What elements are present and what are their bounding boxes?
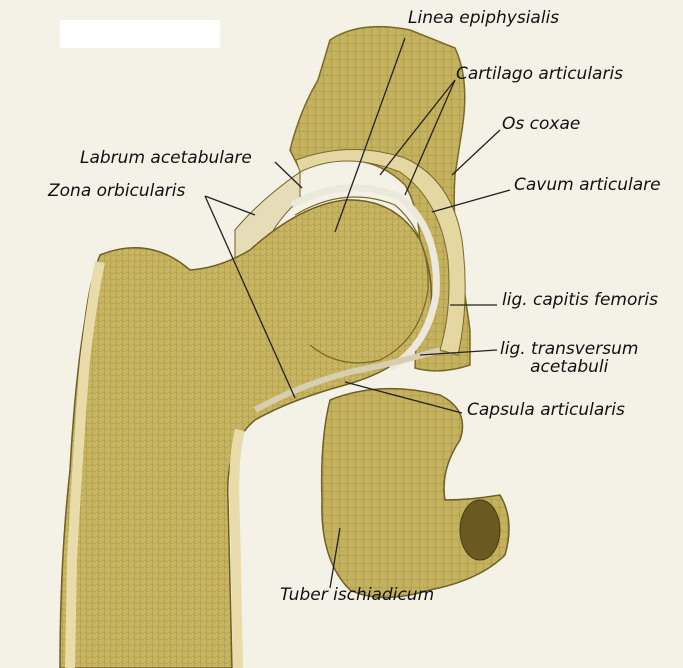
label-lig-transversum-line2: acetabuli [500, 359, 638, 377]
label-lig-capitis-femoris: lig. capitis femoris [502, 292, 658, 310]
label-zona-orbicularis: Zona orbicularis [48, 183, 185, 201]
label-tuber-ischiadicum: Tuber ischiadicum [280, 587, 434, 605]
label-cavum-articulare: Cavum articulare [514, 177, 661, 195]
label-lig-transversum-acetabuli: lig. transversum acetabuli [500, 341, 638, 377]
label-capsula-articularis: Capsula articularis [467, 402, 625, 420]
label-labrum-acetabulare: Labrum acetabulare [80, 150, 252, 168]
label-linea-epiphysialis: Linea epiphysialis [408, 10, 559, 28]
label-os-coxae: Os coxae [502, 116, 580, 134]
label-cartilago-articularis: Cartilago articularis [456, 66, 623, 84]
